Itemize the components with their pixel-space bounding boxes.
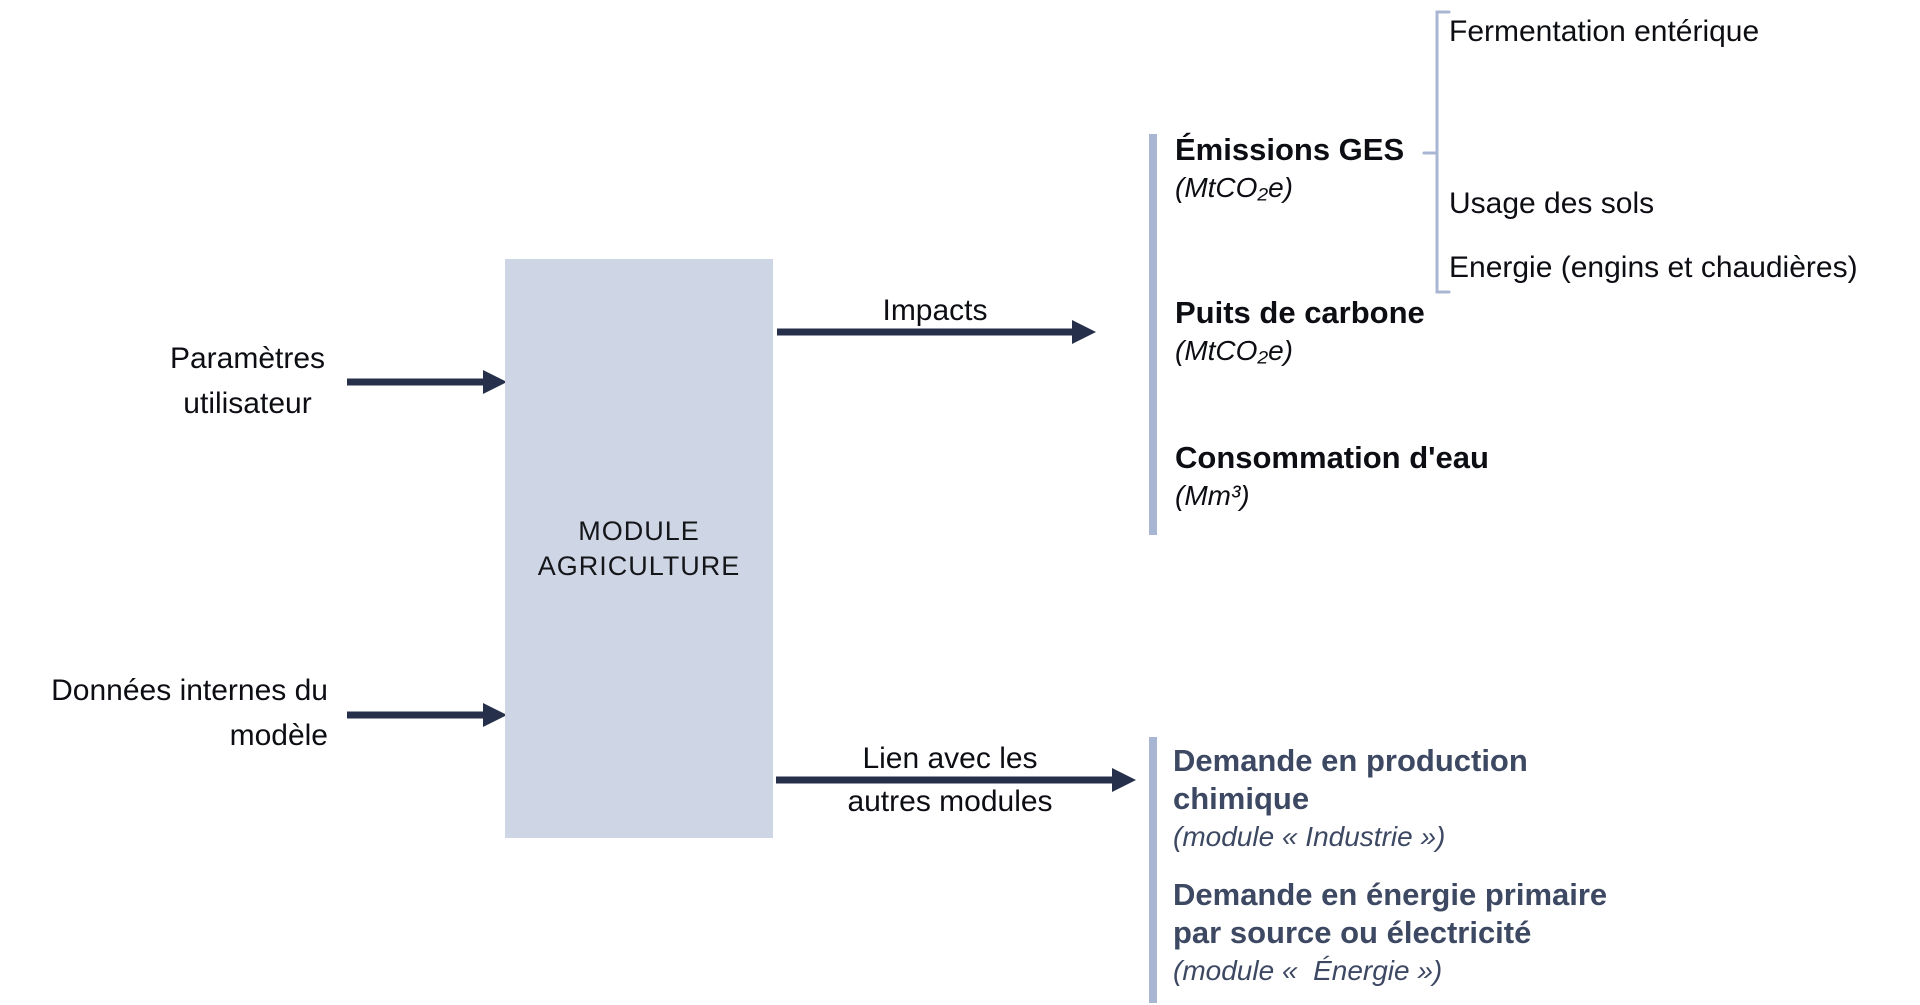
module-output-title-line: par source ou électricité — [1173, 915, 1532, 950]
input-label-parametres-utilisateur: Paramètres utilisateur — [145, 336, 350, 426]
module-output-energie-primaire: Demande en énergie primaire par source o… — [1173, 876, 1607, 990]
arrow-head-icon — [483, 703, 507, 727]
output-title: Émissions GES — [1175, 132, 1405, 167]
output-unit: (MtCO₂e) — [1175, 172, 1294, 203]
module-output-title-line: Demande en énergie primaire — [1173, 877, 1608, 912]
ges-breakdown-fermentation: Fermentation entérique — [1449, 15, 1760, 48]
module-output-production-chimique: Demande en production chimique (module «… — [1173, 742, 1528, 856]
arrow-head-icon — [483, 370, 507, 394]
module-output-unit: (module « Énergie ») — [1173, 955, 1443, 986]
input-label-line: Paramètres — [169, 342, 326, 375]
output-item-consommation-eau: Consommation d'eau (Mm³) — [1175, 438, 1489, 514]
output-unit: (MtCO₂e) — [1175, 335, 1294, 366]
arrow-head-icon — [1112, 768, 1136, 792]
flow-label-impacts: Impacts — [830, 288, 1040, 333]
output-item-emissions-ges: Émissions GES (MtCO₂e) — [1175, 130, 1404, 206]
output-item-puits-de-carbone: Puits de carbone (MtCO₂e) — [1175, 293, 1425, 369]
module-output-title-line: Demande en production — [1173, 743, 1528, 778]
flow-label-line: autres modules — [847, 785, 1053, 818]
module-output-unit: (module « Industrie ») — [1173, 821, 1446, 852]
output-title: Puits de carbone — [1175, 295, 1425, 330]
arrow-head-icon — [1072, 320, 1096, 344]
input-label-line: modèle — [229, 719, 328, 752]
arrow-parametres — [347, 370, 507, 394]
ges-breakdown-energie: Energie (engins et chaudières) — [1449, 251, 1858, 284]
modules-group-bar — [1149, 737, 1157, 1003]
output-unit: (Mm³) — [1175, 480, 1250, 511]
module-label-line: AGRICULTURE — [537, 550, 741, 581]
ges-breakdown-bracket — [1422, 10, 1451, 294]
module-output-title-line: chimique — [1173, 781, 1310, 816]
module-label-line: MODULE — [578, 515, 700, 546]
flow-label-lien-autres-modules: Lien avec les autres modules — [800, 737, 1100, 823]
arrow-donnees — [347, 703, 507, 727]
flow-label-line: Impacts — [882, 294, 988, 327]
module-agriculture-label: MODULE AGRICULTURE — [538, 514, 741, 584]
input-label-line: utilisateur — [183, 387, 312, 420]
module-agriculture-box: MODULE AGRICULTURE — [505, 259, 773, 838]
arrow-impacts — [777, 320, 1096, 344]
ges-breakdown-usage-sols: Usage des sols — [1449, 187, 1655, 220]
input-label-donnees-internes: Données internes du modèle — [10, 668, 328, 758]
arrow-lien-modules — [776, 768, 1136, 792]
impacts-group-bar — [1149, 134, 1157, 535]
output-title: Consommation d'eau — [1175, 440, 1489, 475]
flow-label-line: Lien avec les — [862, 742, 1038, 775]
input-label-line: Données internes du — [51, 674, 328, 707]
